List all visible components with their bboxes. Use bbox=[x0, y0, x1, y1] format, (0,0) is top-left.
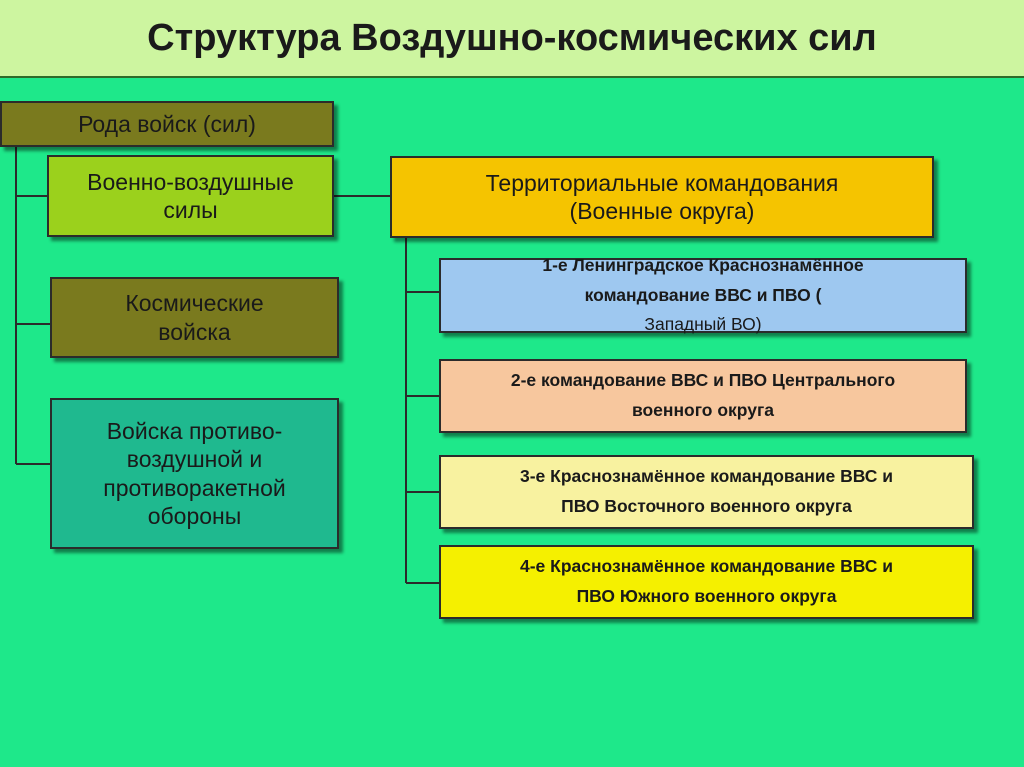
branch-kosmos-box: Космические войска bbox=[50, 277, 339, 358]
branch-vvs-line-1: Военно-воздушные bbox=[87, 168, 294, 195]
branches-header-label: Рода войск (сил) bbox=[78, 110, 256, 137]
territorial-box: Территориальные командования (Военные ок… bbox=[390, 156, 934, 238]
command-3-line-1: 3-е Краснознамённое командование ВВС и bbox=[520, 466, 893, 487]
branch-kosmos-line-2: войска bbox=[158, 318, 231, 345]
command-4-line-1: 4-е Краснознамённое командование ВВС и bbox=[520, 556, 893, 577]
branch-pvo-line-4: обороны bbox=[147, 502, 242, 529]
branch-vvs-box: Военно-воздушные силы bbox=[47, 155, 334, 237]
command-1-line-2-plain: Западный ВО) bbox=[644, 314, 762, 335]
command-1-box: 1-е Ленинградское Краснознамённое команд… bbox=[439, 255, 967, 334]
command-3-box: 3-е Краснознамённое командование ВВС и П… bbox=[439, 455, 974, 529]
command-2-box: 2-е командование ВВС и ПВО Центрального … bbox=[439, 359, 967, 433]
command-4-box: 4-е Краснознамённое командование ВВС и П… bbox=[439, 545, 974, 619]
territorial-line-1: Территориальные командования bbox=[485, 169, 839, 196]
branch-pvo-box: Войска противо- воздушной и противоракет… bbox=[50, 398, 339, 549]
title-bar: Структура Воздушно-космических сил bbox=[0, 0, 1024, 78]
branch-pvo-line-3: противоракетной bbox=[103, 474, 286, 501]
command-4-line-2: ПВО Южного военного округа bbox=[576, 586, 837, 606]
page-title: Структура Воздушно-космических сил bbox=[147, 16, 877, 59]
branch-vvs-line-2: силы bbox=[163, 197, 218, 223]
territorial-line-2: (Военные округа) bbox=[569, 198, 755, 224]
command-2-line-2: военного округа bbox=[631, 400, 775, 420]
branches-header-box: Рода войск (сил) bbox=[0, 101, 334, 147]
command-1-line-1: 1-е Ленинградское Краснознамённое bbox=[542, 254, 864, 275]
command-2-line-1: 2-е командование ВВС и ПВО Центрального bbox=[510, 370, 896, 391]
branch-kosmos-line-1: Космические bbox=[125, 290, 264, 317]
command-3-line-2: ПВО Восточного военного округа bbox=[561, 496, 852, 516]
command-1-line-2-bold: командование ВВС и ПВО ( bbox=[584, 284, 822, 305]
command-1-line-2: командование ВВС и ПВО ( Западный ВО) bbox=[585, 281, 822, 341]
branch-pvo-line-2: воздушной и bbox=[126, 446, 263, 473]
branch-pvo-line-1: Войска противо- bbox=[106, 418, 283, 445]
